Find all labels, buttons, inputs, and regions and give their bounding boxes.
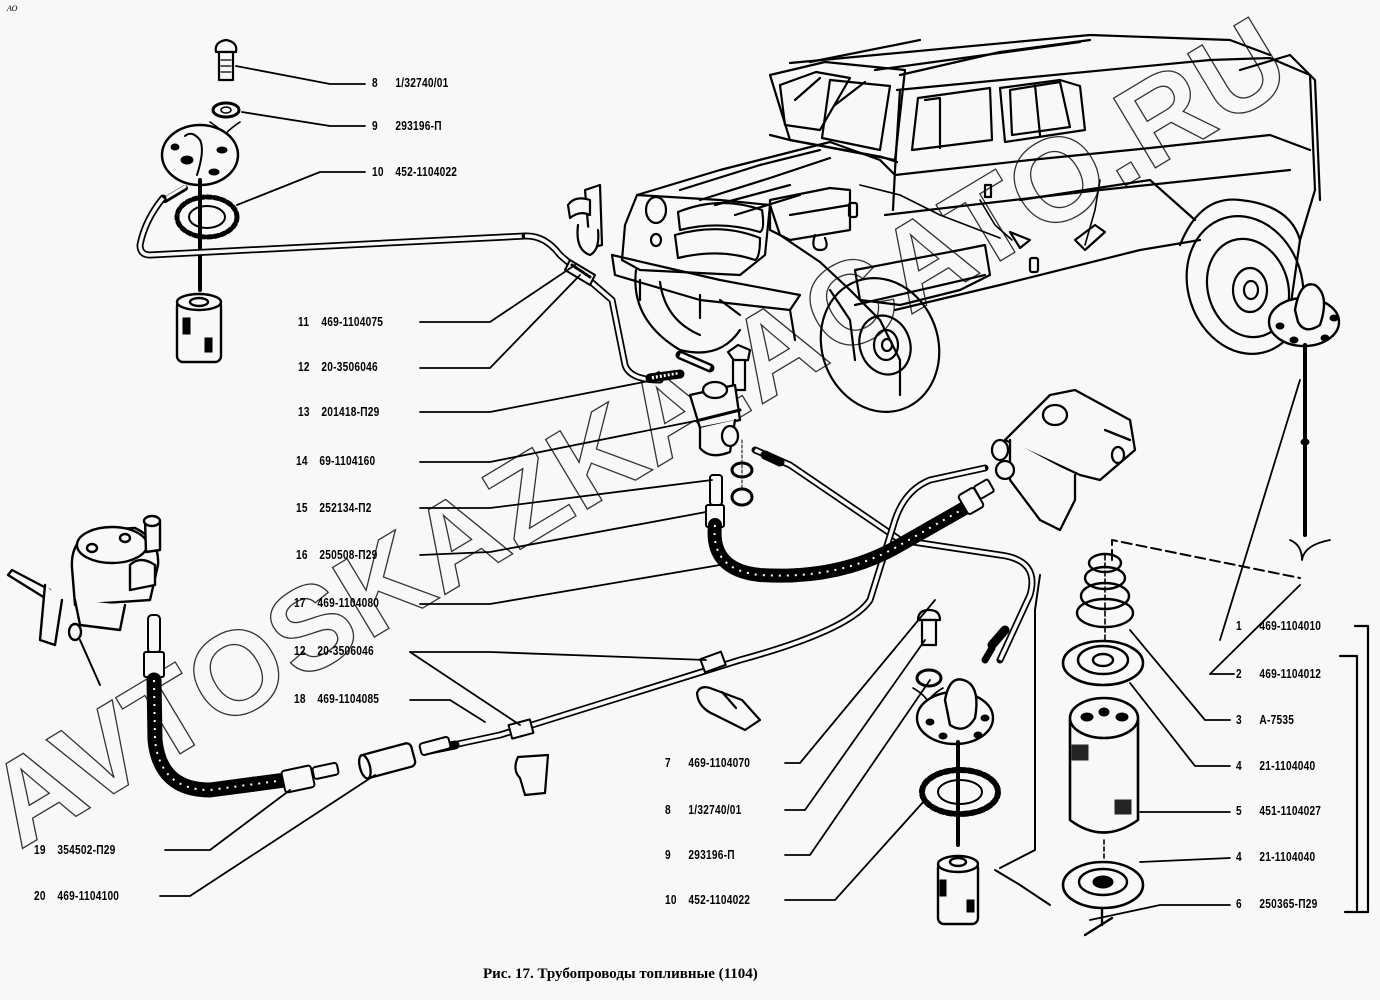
part-number: 20-3506046	[317, 643, 374, 658]
part-number: 21-1104040	[1259, 849, 1316, 864]
callout-number: 10	[665, 892, 677, 907]
callout-number: 20	[34, 888, 46, 903]
callout-number: 4	[1236, 758, 1242, 773]
pipe-clip-parts	[514, 686, 762, 797]
part-number: 69-1104160	[319, 453, 376, 468]
callout-number: 2	[1236, 666, 1242, 681]
callout-10-top: 10 452-1104022	[372, 164, 457, 179]
callout-14: 14 69-1104160	[296, 453, 375, 468]
part-number: 451-1104027	[1259, 803, 1322, 818]
callout-number: 14	[296, 453, 308, 468]
callout-12-upper: 12 20-3506046	[298, 359, 378, 374]
callout-number: 12	[298, 359, 310, 374]
callout-number: 15	[296, 500, 308, 515]
callout-9-top: 9 293196-П	[372, 118, 442, 133]
callout-number: 4	[1236, 849, 1242, 864]
part-number: 1/32740/01	[688, 802, 742, 817]
fuel-pump	[6, 514, 162, 686]
leader-lines	[159, 65, 1370, 921]
part-number: 20-3506046	[321, 359, 378, 374]
fuel-hose-lower	[143, 614, 452, 798]
fine-fuel-filter-assembly	[1061, 539, 1301, 937]
part-number: 252134-П2	[319, 500, 372, 515]
callout-7: 7 469-1104070	[665, 755, 750, 770]
callout-11: 11 469-1104075	[298, 314, 383, 329]
fuel-filter-settler	[990, 388, 1137, 532]
part-number: 452-1104022	[395, 164, 458, 179]
fuel-pipe-to-bottom-sensor	[751, 446, 1036, 664]
callout-number: 1	[1236, 618, 1242, 633]
part-number: А-7535	[1259, 712, 1295, 727]
vehicle-illustration	[610, 33, 1322, 414]
callout-number: 8	[665, 802, 671, 817]
callout-number: 9	[665, 847, 671, 862]
callout-17: 17 469-1104080	[294, 595, 379, 610]
part-number: 469-1104085	[317, 691, 380, 706]
callout-4-lower: 4 21-1104040	[1236, 849, 1315, 864]
callout-number: 8	[372, 75, 378, 90]
part-number: 293196-П	[688, 847, 735, 862]
callout-8-bottom: 8 1/32740/01	[665, 802, 742, 817]
fuel-gauge-sensor-right	[1267, 283, 1341, 561]
fuel-gauge-sensor-left	[136, 38, 529, 364]
fuel-gauge-sensor-bottom	[912, 574, 1051, 926]
fuel-pipe-return	[425, 464, 989, 755]
callout-number: 19	[34, 842, 46, 857]
callout-number: 10	[372, 164, 384, 179]
part-number: 201418-П29	[321, 404, 380, 419]
callout-number: 6	[1236, 896, 1242, 911]
callout-number: 16	[296, 547, 308, 562]
callout-10-bottom: 10 452-1104022	[665, 892, 750, 907]
callout-13: 13 201418-П29	[298, 404, 380, 419]
callout-number: 17	[294, 595, 306, 610]
part-number: 469-1104100	[57, 888, 120, 903]
callout-6: 6 250365-П29	[1236, 896, 1318, 911]
callout-number: 7	[665, 755, 671, 770]
part-number: 250365-П29	[1259, 896, 1318, 911]
part-number: 452-1104022	[688, 892, 751, 907]
part-number: 469-1104010	[1259, 618, 1322, 633]
callout-8-top: 8 1/32740/01	[372, 75, 449, 90]
callout-19: 19 354502-П29	[34, 842, 116, 857]
callout-20: 20 469-1104100	[34, 888, 119, 903]
fuel-tap-valve	[675, 343, 754, 528]
callout-2: 2 469-1104012	[1236, 666, 1321, 681]
callout-number: 9	[372, 118, 378, 133]
part-number: 469-1104080	[317, 595, 380, 610]
callout-9-bottom: 9 293196-П	[665, 847, 735, 862]
callout-number: 13	[298, 404, 310, 419]
part-number: 250508-П29	[319, 547, 378, 562]
corner-mark: АО	[7, 4, 18, 13]
callout-1: 1 469-1104010	[1236, 618, 1321, 633]
part-number: 354502-П29	[57, 842, 116, 857]
callout-number: 18	[294, 691, 306, 706]
part-number: 293196-П	[395, 118, 442, 133]
fuel-hose-upper	[707, 478, 995, 583]
callout-number: 12	[294, 643, 306, 658]
callout-number: 5	[1236, 803, 1242, 818]
callout-5: 5 451-1104027	[1236, 803, 1321, 818]
callout-15: 15 252134-П2	[296, 500, 372, 515]
figure-caption: Рис. 17. Трубопроводы топливные (1104)	[483, 966, 758, 982]
callout-3: 3 А-7535	[1236, 712, 1294, 727]
bracket-part	[566, 183, 604, 257]
part-number: 469-1104075	[321, 314, 384, 329]
part-number: 469-1104012	[1259, 666, 1322, 681]
part-number: 1/32740/01	[395, 75, 449, 90]
part-number: 21-1104040	[1259, 758, 1316, 773]
callout-12-lower: 12 20-3506046	[294, 643, 374, 658]
callout-4-upper: 4 21-1104040	[1236, 758, 1315, 773]
callout-number: 11	[298, 314, 310, 329]
part-number: 469-1104070	[688, 755, 751, 770]
callout-16: 16 250508-П29	[296, 547, 378, 562]
callout-18: 18 469-1104085	[294, 691, 379, 706]
callout-number: 3	[1236, 712, 1242, 727]
